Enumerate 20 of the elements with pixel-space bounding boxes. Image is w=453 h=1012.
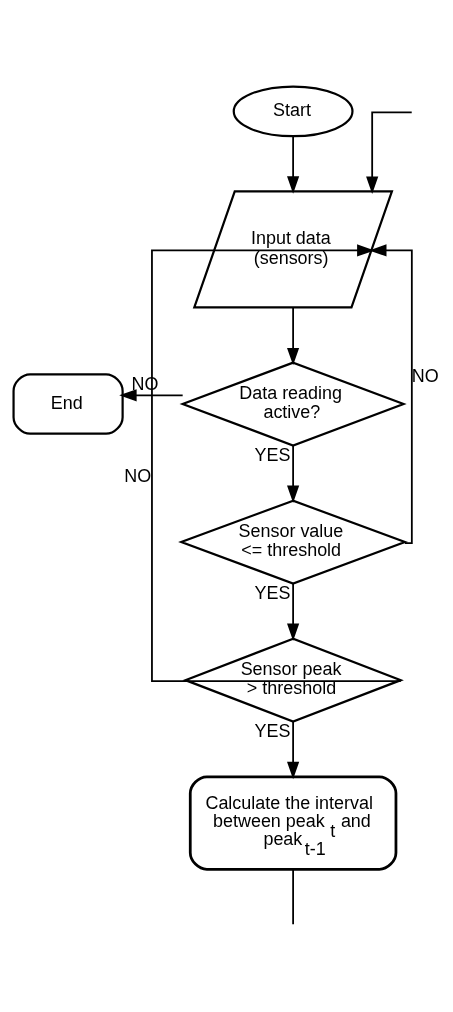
connector [292, 868, 294, 926]
edge-label: YES [254, 721, 291, 742]
edge-label: NO [411, 366, 439, 387]
edge-label: YES [254, 583, 291, 604]
node-diamond: Sensor peak > threshold [182, 637, 404, 723]
edge-label: YES [254, 444, 291, 465]
node-box: End [12, 373, 124, 435]
arrow [119, 389, 184, 402]
arrow [287, 306, 300, 366]
arrow [366, 111, 413, 194]
arrow [369, 244, 413, 544]
arrow [287, 444, 300, 503]
node-ellipse: Start [232, 85, 354, 138]
node-diamond: Data reading active? [179, 361, 407, 447]
edge-label: NO [124, 466, 152, 487]
arrow [151, 244, 402, 683]
node-diamond: Sensor value <= threshold [178, 499, 409, 585]
arrow [287, 720, 300, 780]
arrow [287, 582, 300, 641]
arrow [287, 135, 300, 194]
